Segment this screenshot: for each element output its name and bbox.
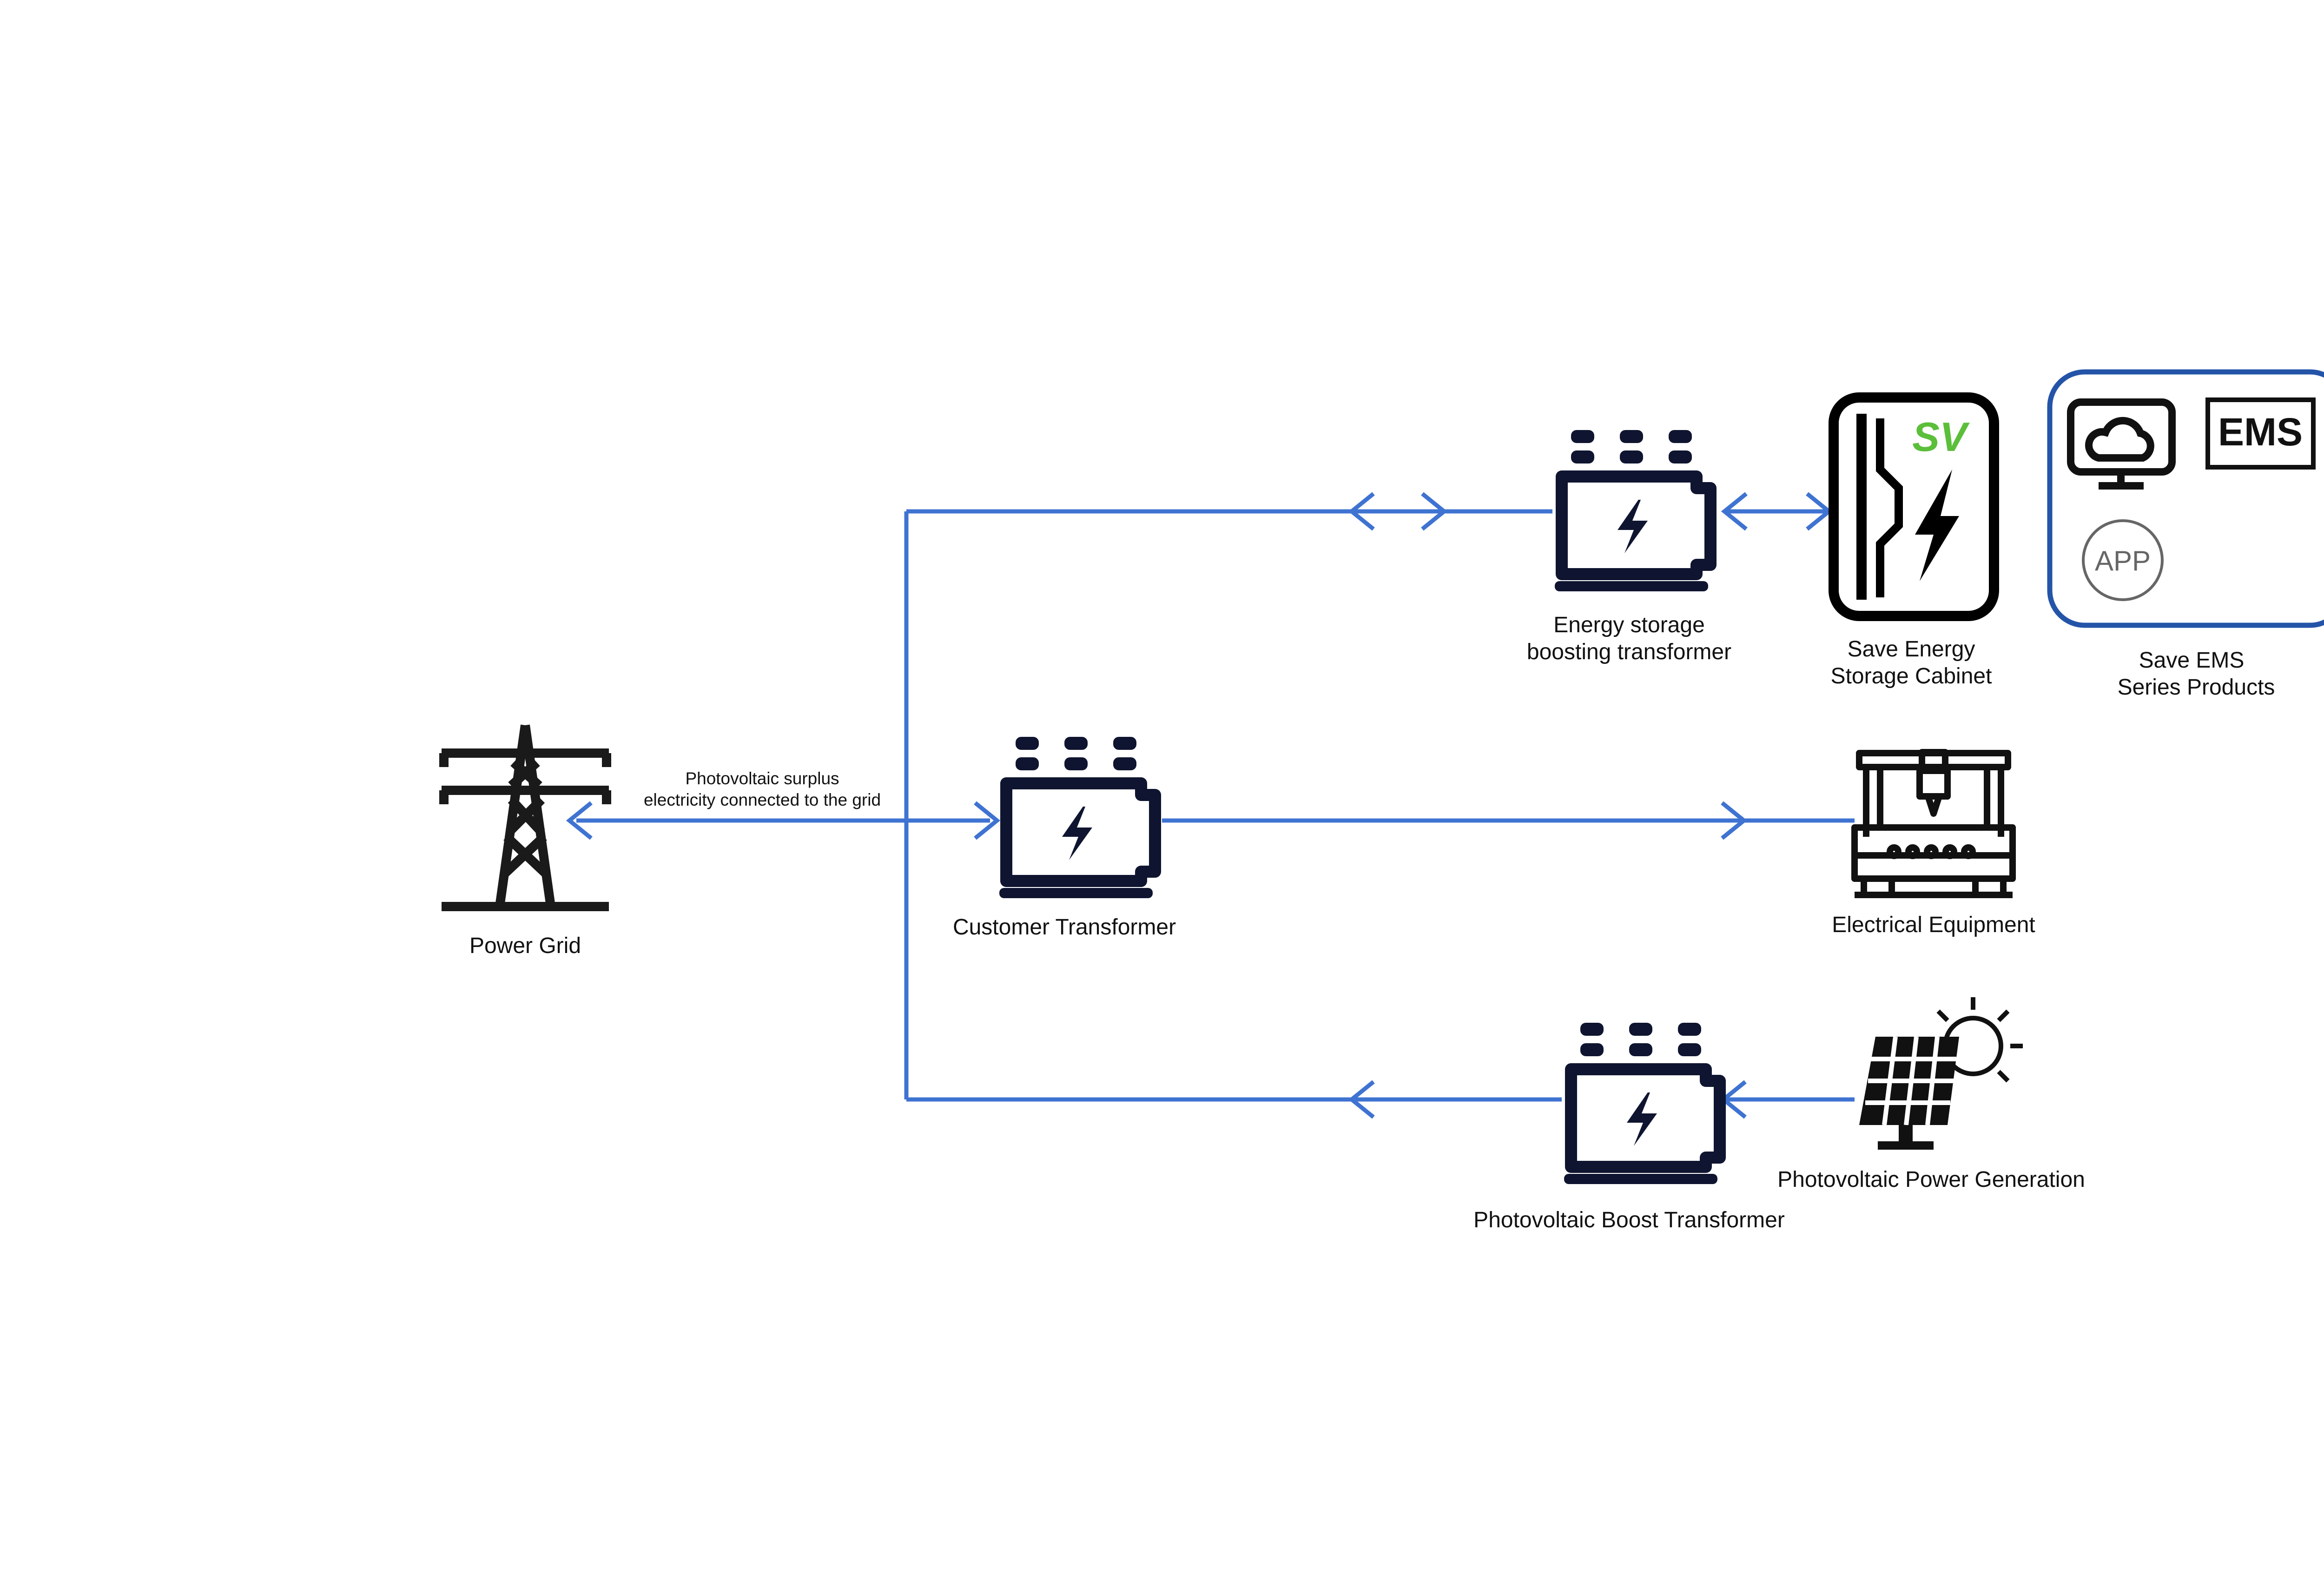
storage-link-arrow-left <box>1721 492 1748 531</box>
solar-panel-icon <box>1859 997 2023 1150</box>
pv-boost-transformer-icon <box>1564 1023 1720 1184</box>
cloud-monitor-icon <box>2067 398 2176 490</box>
ems-badge-text: EMS <box>2218 410 2303 454</box>
pv-generation-label: Photovoltaic Power Generation <box>1777 1167 2085 1192</box>
cnc-machine-icon <box>1851 749 2016 898</box>
connection-lines <box>566 492 1855 1119</box>
top-branch-arrow-right <box>1421 492 1448 531</box>
ems-label-line1: Save EMS <box>2139 648 2245 673</box>
transmission-tower-icon <box>439 724 611 911</box>
ems-products-box: EMS APP <box>2047 369 2324 628</box>
electrical-equipment-label: Electrical Equipment <box>1832 913 2035 937</box>
customer-transformer-icon <box>999 737 1155 898</box>
top-branch-arrow-left <box>1348 492 1375 531</box>
app-badge-icon: APP <box>2082 519 2164 601</box>
ems-label-line2: Series Products <box>2118 675 2275 700</box>
customer-arrow-right <box>974 801 1001 840</box>
es-transformer-label-line2: boosting transformer <box>1527 640 1731 664</box>
cabinet-label-line2: Storage Cabinet <box>1831 664 1992 689</box>
bottom-branch-arrow-left <box>1348 1080 1375 1119</box>
load-arrow-right <box>1721 801 1748 840</box>
customer-transformer-label: Customer Transformer <box>953 915 1176 940</box>
pv-surplus-label-line2: electricity connected to the grid <box>644 790 881 809</box>
grid-arrow-left <box>566 801 593 840</box>
app-badge-text: APP <box>2095 545 2151 576</box>
energy-storage-cabinet-icon <box>1829 392 1999 621</box>
energy-storage-transformer-icon <box>1555 430 1710 591</box>
cabinet-logo: SV <box>1912 414 1970 460</box>
pv-boost-transformer-label: Photovoltaic Boost Transformer <box>1473 1208 1785 1232</box>
pv-surplus-label-line1: Photovoltaic surplus <box>685 769 839 788</box>
ems-badge-icon: EMS <box>2205 397 2316 470</box>
power-grid-label: Power Grid <box>469 933 581 958</box>
cabinet-label-line1: Save Energy <box>1848 637 1975 662</box>
es-transformer-label-line1: Energy storage <box>1553 613 1705 637</box>
